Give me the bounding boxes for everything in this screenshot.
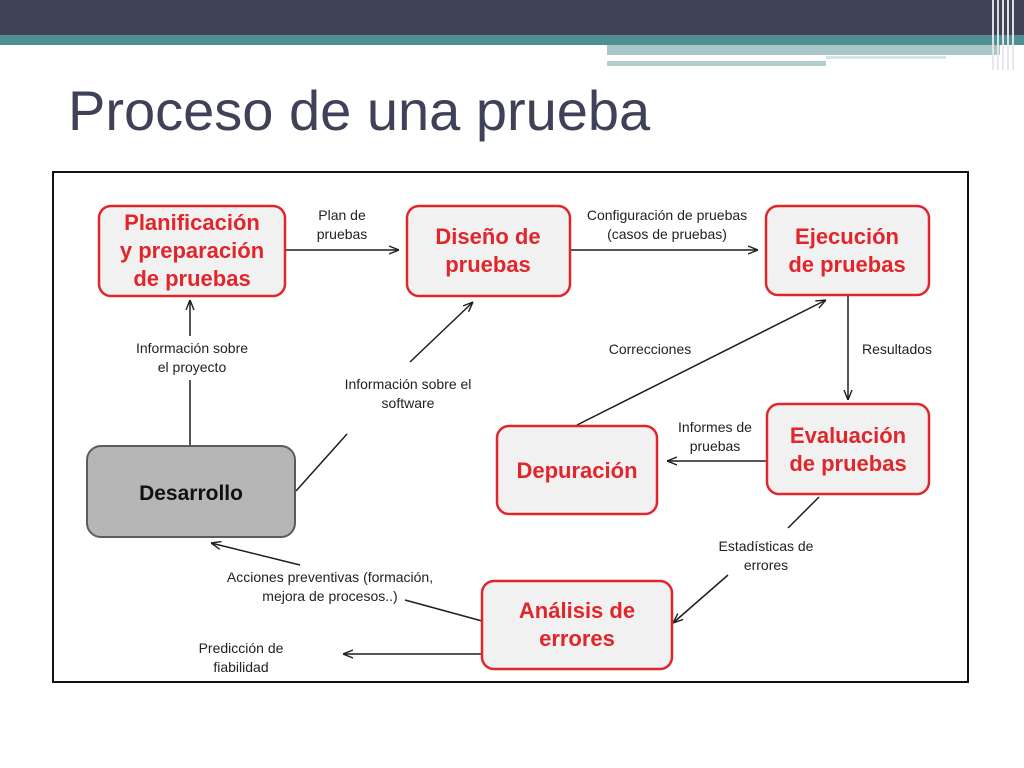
node-desarrollo: Desarrollo	[86, 445, 296, 538]
node-depuracion: Depuración	[495, 424, 659, 516]
node-diseno: Diseño de pruebas	[405, 204, 572, 298]
edge-label: pruebas	[317, 226, 368, 242]
edge-evaluacion-to-analisis: Estadísticas de errores	[673, 496, 820, 623]
edge-segment	[787, 496, 820, 529]
edge-label: errores	[744, 557, 788, 573]
node-box	[405, 204, 572, 298]
edge-analisis-to-desarrollo: Acciones preventivas (formación, mejora …	[211, 543, 483, 622]
edge-label: (casos de pruebas)	[607, 226, 727, 242]
edge-label: el proyecto	[158, 359, 227, 375]
node-label-line: de pruebas	[788, 252, 905, 277]
node-label-line: de pruebas	[789, 451, 906, 476]
edge-label: Plan de	[318, 207, 366, 223]
edge-arrow	[673, 574, 729, 623]
edge-depuracion-to-ejecucion: Correcciones	[576, 300, 826, 426]
header-accent-stripe-light	[607, 45, 1000, 55]
node-box	[765, 402, 931, 496]
edge-evaluacion-to-depuracion: Informes de pruebas	[667, 419, 766, 461]
edge-diseno-to-ejecucion: Configuración de pruebas (casos de prueb…	[571, 207, 758, 250]
edge-segment	[295, 433, 348, 492]
edge-label: Estadísticas de	[719, 538, 814, 554]
edge-label: fiabilidad	[213, 659, 268, 675]
edge-planificacion-to-diseno: Plan de pruebas	[286, 207, 399, 250]
edge-arrow	[409, 302, 473, 363]
edge-arrow	[576, 300, 826, 426]
header-accent-line	[607, 61, 826, 66]
edge-label: Información sobre	[136, 340, 248, 356]
edge-arrow	[211, 543, 301, 566]
edge-label: Acciones preventivas (formación,	[227, 569, 433, 585]
node-box	[480, 579, 674, 671]
edge-label: Información sobre el	[345, 376, 472, 392]
node-label-line: Depuración	[516, 458, 637, 483]
node-label-line: y preparación	[120, 238, 264, 263]
edge-segment	[404, 599, 483, 622]
node-label-line: errores	[539, 626, 615, 651]
node-box	[495, 424, 659, 516]
edge-desarrollo-to-planificacion: Información sobre el proyecto	[136, 300, 248, 446]
edge-label: pruebas	[690, 438, 741, 454]
node-evaluacion: Evaluación de pruebas	[765, 402, 931, 496]
edge-label: Predicción de	[199, 640, 284, 656]
node-box	[97, 204, 287, 298]
node-label-line: Planificación	[124, 210, 260, 235]
node-box	[86, 445, 296, 538]
edge-label: Informes de	[678, 419, 752, 435]
header-vertical-ribs	[992, 0, 1014, 70]
edge-label: software	[382, 395, 435, 411]
node-ejecucion: Ejecución de pruebas	[764, 204, 931, 297]
slide-title: Proceso de una prueba	[68, 79, 651, 142]
edge-label: Configuración de pruebas	[587, 207, 747, 223]
edge-desarrollo-to-diseno: Información sobre el software	[295, 302, 473, 492]
node-label-line: de pruebas	[133, 266, 250, 291]
node-planificacion: Planificación y preparación de pruebas	[97, 204, 287, 298]
edge-label: Correcciones	[609, 341, 691, 357]
node-label-line: Análisis de	[519, 598, 635, 623]
edge-ejecucion-to-evaluacion: Resultados	[848, 296, 932, 400]
node-box	[764, 204, 931, 297]
header-accent-line	[826, 56, 946, 59]
edge-label: mejora de procesos..)	[262, 588, 397, 604]
process-diagram: Plan de pruebas Configuración de pruebas…	[52, 171, 969, 683]
node-label-line: Diseño de	[435, 224, 540, 249]
edge-label: Resultados	[862, 341, 932, 357]
node-label-line: Desarrollo	[139, 482, 243, 505]
node-label-line: Evaluación	[790, 423, 906, 448]
edge-analisis-to-prediccion: Predicción de fiabilidad	[199, 640, 481, 675]
node-label-line: Ejecución	[795, 224, 899, 249]
header-bar	[0, 0, 1024, 35]
node-label-line: pruebas	[445, 252, 531, 277]
node-analisis: Análisis de errores	[480, 579, 674, 671]
header-accent-stripe	[0, 35, 1024, 45]
